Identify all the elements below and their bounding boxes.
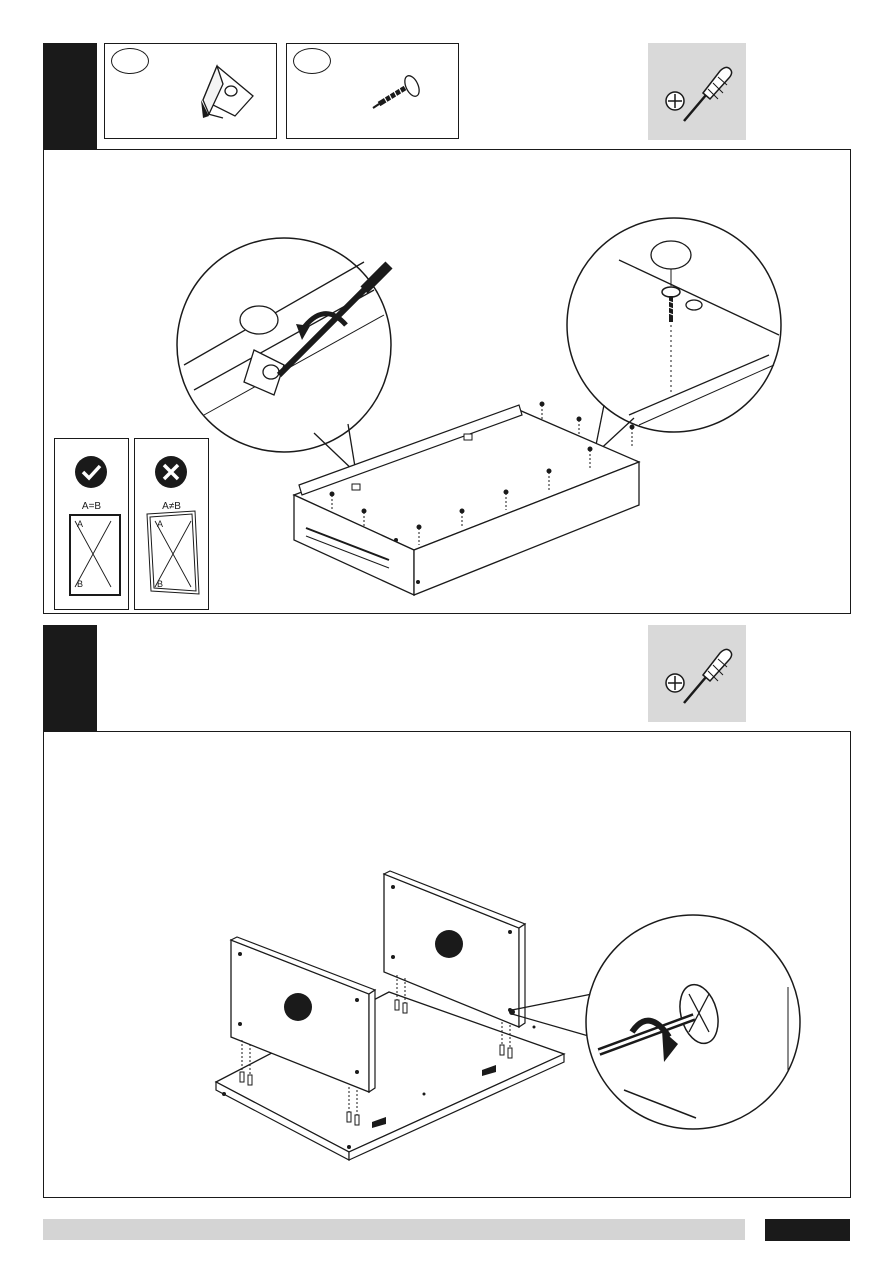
corner-a-label: A: [77, 519, 83, 529]
corner-a-label: A: [157, 519, 163, 529]
part-box-bracket: [104, 43, 277, 139]
left-magnifier-detail: [177, 238, 391, 473]
step-1-panel: A=B A B A≠B A B: [43, 149, 851, 614]
wood-screw-icon: [287, 44, 458, 138]
square-check-correct: A=B A B: [54, 438, 129, 610]
footer-bar: [43, 1219, 745, 1240]
step-1-number-tab: [43, 43, 97, 150]
square-frame-wrong: [135, 439, 208, 609]
part-box-screw: [286, 43, 459, 139]
corner-b-label: B: [157, 579, 163, 589]
page-number-tab: [765, 1219, 850, 1241]
corner-bracket-icon: [105, 44, 276, 138]
corner-b-label: B: [77, 579, 83, 589]
phillips-screwdriver-icon: [648, 625, 746, 722]
square-check-wrong: A≠B A B: [134, 438, 209, 610]
step-2-panel: [43, 731, 851, 1198]
tool-box-step2: [648, 625, 746, 722]
tool-box-step1: [648, 43, 746, 140]
right-magnifier-detail: [567, 218, 781, 455]
step-2-illustration: [44, 732, 850, 1197]
cam-lock-magnifier-detail: [509, 915, 800, 1129]
phillips-screwdriver-icon: [648, 43, 746, 140]
step-2-number-tab: [43, 625, 97, 733]
